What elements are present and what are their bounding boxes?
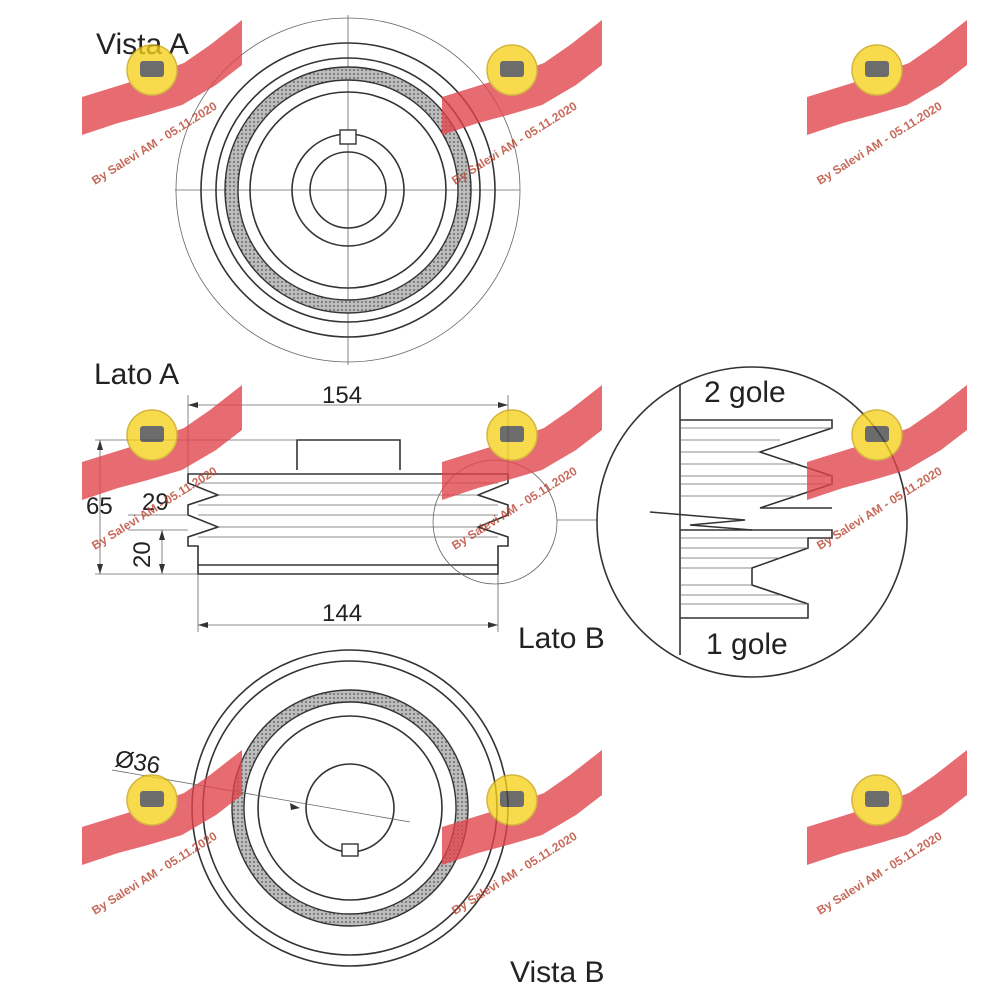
watermark-logo: By Salevi AM - 05.11.2020 (442, 385, 602, 553)
watermark-logo: By Salevi AM - 05.11.2020 (807, 385, 967, 553)
car-icon (500, 61, 524, 77)
dimension-groove-height: 29 (142, 489, 169, 516)
car-icon (500, 791, 524, 807)
dimension-base-width: 144 (322, 600, 362, 627)
dimension-outer-width: 154 (322, 382, 362, 409)
watermark-layer: By Salevi AM - 05.11.2020 By Salevi AM - … (82, 20, 967, 918)
watermark-logo: By Salevi AM - 05.11.2020 (807, 750, 967, 918)
side-a-label: Lato A (94, 358, 179, 391)
watermark-logo: By Salevi AM - 05.11.2020 (442, 750, 602, 918)
side-b-label: Lato B (518, 622, 605, 655)
car-icon (140, 426, 164, 442)
groove-detail (596, 366, 908, 678)
view-a-drawing (175, 15, 521, 365)
car-icon (500, 426, 524, 442)
watermark-logo: By Salevi AM - 05.11.2020 (82, 750, 242, 918)
car-icon (865, 791, 889, 807)
car-icon (140, 791, 164, 807)
watermark-logo: By Salevi AM - 05.11.2020 (807, 20, 967, 188)
car-icon (865, 426, 889, 442)
detail-bottom-label: 1 gole (706, 628, 788, 661)
view-b-label: Vista B (510, 956, 605, 989)
car-icon (865, 61, 889, 77)
detail-top-label: 2 gole (704, 376, 786, 409)
dimension-total-height: 65 (86, 493, 113, 520)
car-icon (140, 61, 164, 77)
dimension-bottom-height: 20 (129, 541, 156, 568)
